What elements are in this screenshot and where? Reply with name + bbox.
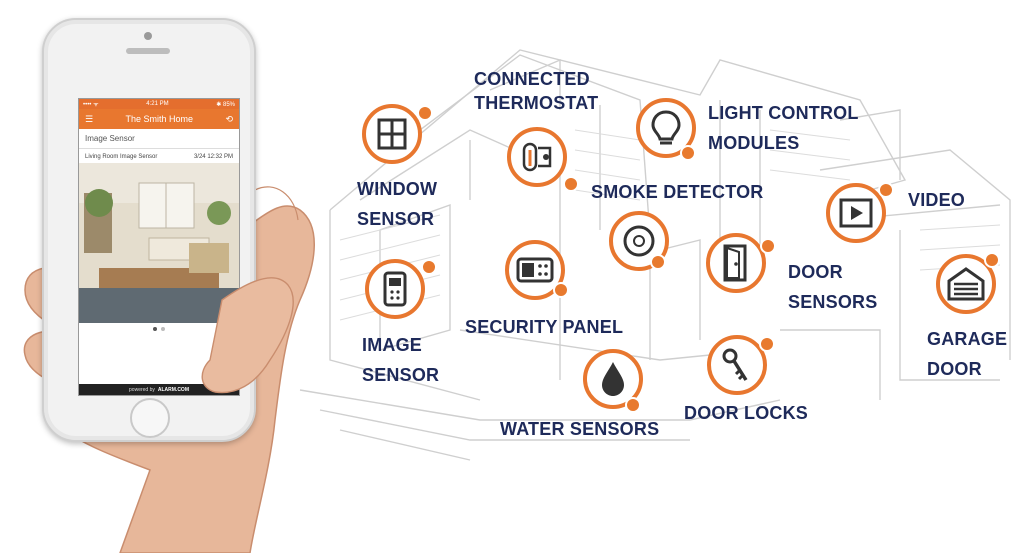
label-line: SECURITY PANEL — [465, 317, 624, 337]
label-smoke-detector: SMOKE DETECTOR — [591, 177, 763, 207]
indicator-dot — [625, 397, 641, 413]
lightbulb-icon[interactable] — [635, 97, 697, 159]
label-line: DOOR — [927, 359, 982, 379]
app-header: ☰ The Smith Home ⟲ — [79, 109, 239, 129]
image-caption: Living Room Image Sensor — [85, 154, 158, 160]
living-room-photo[interactable] — [79, 163, 239, 323]
smartphone: •••• ᯤ 4:21 PM ✱ 85% ☰ The Smith Home ⟲ … — [42, 18, 256, 442]
indicator-dot — [759, 336, 775, 352]
indicator-dot — [553, 282, 569, 298]
indicator-dot — [984, 252, 1000, 268]
label-door-locks: DOOR LOCKS — [684, 398, 808, 428]
video-play-icon[interactable] — [825, 182, 887, 244]
status-time: 4:21 PM — [146, 101, 169, 107]
label-line: IMAGE — [362, 335, 423, 355]
label-image-sensor: IMAGE SENSOR — [362, 330, 439, 390]
battery-level: ✱ 85% — [216, 101, 235, 108]
label-line: SENSOR — [357, 209, 435, 229]
footer-prefix: powered by — [129, 386, 155, 393]
label-line: CONNECTED — [474, 69, 590, 89]
label-line: WINDOW — [357, 179, 438, 199]
security-panel-icon[interactable] — [504, 239, 566, 301]
label-line: THERMOSTAT — [474, 93, 599, 113]
label-security-panel: SECURITY PANEL — [465, 312, 623, 342]
label-line: SENSOR — [362, 365, 440, 385]
page-dot-active[interactable] — [153, 327, 157, 331]
label-water-sensors: WATER SENSORS — [500, 414, 659, 444]
label-line: WATER SENSORS — [500, 419, 660, 439]
label-line: LIGHT CONTROL — [708, 103, 859, 123]
indicator-dot — [878, 182, 894, 198]
label-garage-door: GARAGE DOOR — [927, 324, 1007, 384]
notifications-icon[interactable]: ⟲ — [225, 113, 233, 124]
carrier-signal: •••• ᯤ — [83, 102, 99, 108]
image-sensor-icon[interactable] — [364, 258, 426, 320]
living-room-image — [79, 163, 239, 323]
label-line: SENSORS — [788, 292, 878, 312]
home-button[interactable] — [130, 398, 170, 438]
page-indicator[interactable] — [79, 323, 239, 335]
hamburger-menu-icon[interactable]: ☰ — [85, 113, 94, 124]
image-timestamp: 3/24 12:32 PM — [193, 154, 233, 160]
powered-by-bar: powered by ALARM.COM — [79, 384, 239, 395]
front-camera-icon — [144, 32, 152, 40]
label-door-sensors: DOOR SENSORS — [788, 257, 877, 317]
status-bar: •••• ᯤ 4:21 PM ✱ 85% — [79, 99, 239, 109]
indicator-dot — [417, 105, 433, 121]
indicator-dot — [563, 176, 579, 192]
earpiece-speaker — [126, 48, 170, 54]
image-caption-row: Living Room Image Sensor 3/24 12:32 PM — [79, 149, 239, 163]
section-title: Image Sensor — [79, 129, 239, 149]
door-icon[interactable] — [705, 232, 767, 294]
phone-screen: •••• ᯤ 4:21 PM ✱ 85% ☰ The Smith Home ⟲ … — [78, 98, 240, 396]
label-thermostat: CONNECTED THERMOSTAT — [474, 64, 598, 118]
app-title: The Smith Home — [125, 114, 194, 124]
garage-icon[interactable] — [935, 253, 997, 315]
page-dot[interactable] — [161, 327, 165, 331]
label-line: DOOR — [788, 262, 843, 282]
indicator-dot — [421, 259, 437, 275]
label-window-sensor: WINDOW SENSOR — [357, 174, 437, 234]
label-line: MODULES — [708, 133, 800, 153]
footer-brand: ALARM.COM — [157, 386, 189, 393]
key-icon[interactable] — [706, 334, 768, 396]
hand-holding-phone: •••• ᯤ 4:21 PM ✱ 85% ☰ The Smith Home ⟲ … — [0, 0, 400, 553]
indicator-dot — [650, 254, 666, 270]
label-line: DOOR LOCKS — [684, 403, 809, 423]
label-light-control: LIGHT CONTROL MODULES — [708, 98, 859, 158]
label-video: VIDEO — [908, 185, 965, 215]
label-line: VIDEO — [908, 190, 966, 210]
label-line: GARAGE — [927, 329, 1008, 349]
indicator-dot — [760, 238, 776, 254]
window-sensor-icon[interactable] — [361, 103, 423, 165]
indicator-dot — [680, 145, 696, 161]
thermostat-icon[interactable] — [506, 126, 568, 188]
label-line: SMOKE DETECTOR — [591, 182, 764, 202]
water-drop-icon[interactable] — [582, 348, 644, 410]
